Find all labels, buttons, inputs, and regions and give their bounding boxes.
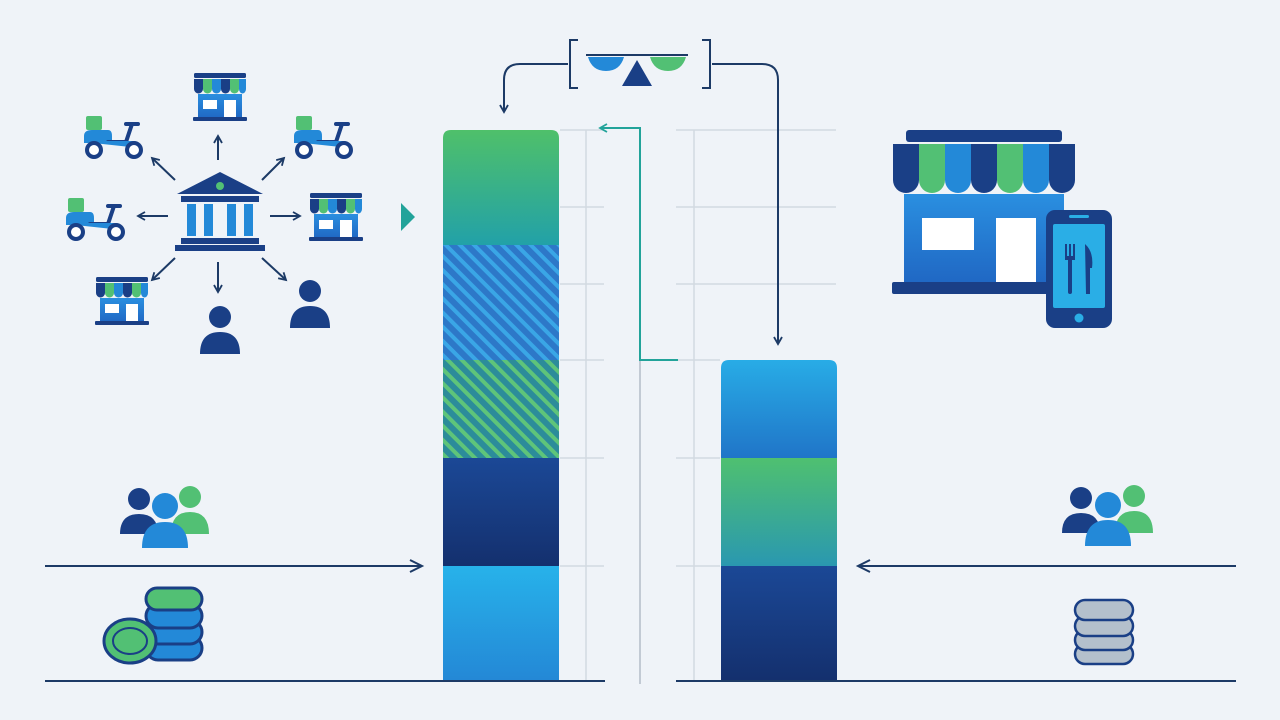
phone-menu-icon xyxy=(1046,210,1112,328)
delivery-scooter-icon xyxy=(82,114,143,159)
storefront-icon xyxy=(95,277,149,325)
bank-hub-icon xyxy=(175,172,265,251)
segment-platform-margin xyxy=(443,130,559,245)
segment-marketing-share xyxy=(443,360,559,458)
segment-restaurant-cost xyxy=(721,566,837,680)
balance-scale-icon xyxy=(569,39,711,89)
storefront-icon xyxy=(193,73,247,121)
hub-arrows xyxy=(136,134,302,294)
left-stacked-bar xyxy=(443,130,559,680)
people-group-icon xyxy=(1062,485,1153,546)
person-icon xyxy=(200,306,240,354)
scale-to-right-bar-arrow xyxy=(712,63,783,346)
pointer-triangle xyxy=(401,203,415,231)
scale-to-left-bar-arrow xyxy=(499,63,568,114)
segment-direct-margin xyxy=(721,360,837,458)
marketplace-network xyxy=(64,73,363,354)
right-stacked-bar xyxy=(721,360,837,680)
segment-base-price xyxy=(443,566,559,680)
segment-restaurant-cost xyxy=(443,458,559,566)
restaurant-storefront-icon xyxy=(892,130,1075,294)
segment-service xyxy=(721,458,837,566)
margin-transfer-arrow xyxy=(598,123,678,361)
coin-stack-icon xyxy=(102,586,204,665)
storefront-icon xyxy=(309,193,363,241)
person-icon xyxy=(290,280,330,328)
coin-stack-icon xyxy=(1073,598,1135,666)
delivery-scooter-icon xyxy=(292,114,353,159)
segment-delivery-share xyxy=(443,245,559,360)
people-group-icon xyxy=(120,486,209,548)
delivery-scooter-icon xyxy=(64,196,125,241)
gridlines xyxy=(560,129,836,680)
